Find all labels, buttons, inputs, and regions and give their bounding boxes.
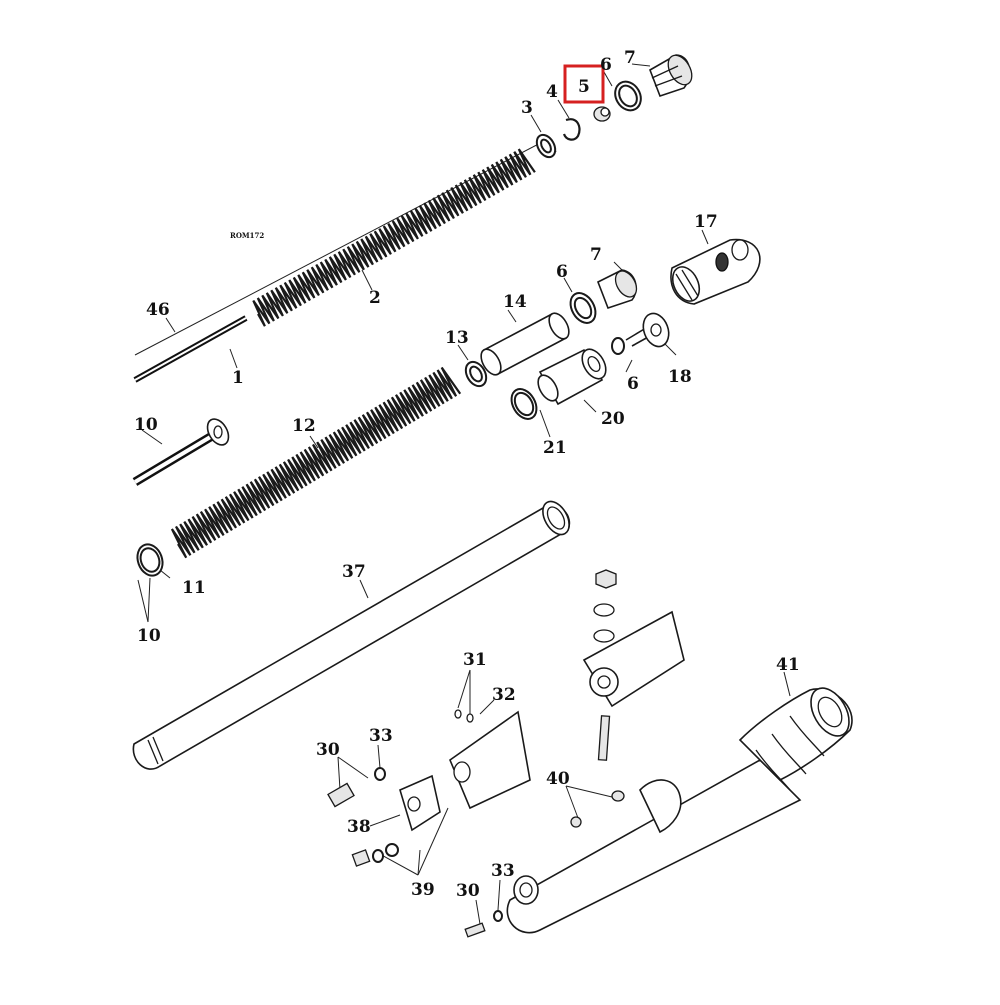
- callout-6-mid: 6: [556, 262, 568, 282]
- part-14-spacer-tube: [480, 312, 570, 376]
- highlight-box: [563, 64, 605, 104]
- part-6-o-ring-mid: [569, 292, 597, 324]
- part-20-valve: [537, 348, 607, 406]
- callout-14: 14: [503, 292, 527, 312]
- axle-clamp-assembly: [582, 569, 685, 761]
- callout-11: 11: [182, 578, 206, 598]
- part-10-rod: [132, 418, 230, 486]
- callout-5: 5: [578, 77, 590, 97]
- part-18-drain-bolt: [625, 312, 670, 348]
- callout-30-upper: 30: [316, 740, 340, 760]
- part-7-fork-cap: [649, 54, 693, 98]
- part-40-pins: [570, 790, 625, 828]
- callout-18: 18: [668, 367, 692, 387]
- callout-41: 41: [776, 655, 800, 675]
- part-31-32-caliper-mount: [449, 709, 531, 810]
- part-12-fork-spring: [170, 366, 462, 559]
- part-1-damper-rod: [133, 315, 248, 383]
- callout-7-top: 7: [624, 48, 636, 68]
- part-5-spacer: [593, 106, 611, 122]
- part-4-retaining-ring: [562, 118, 581, 141]
- callout-4: 4: [546, 82, 558, 102]
- part-3-washer: [535, 133, 557, 159]
- callout-39: 39: [411, 880, 435, 900]
- callout-12: 12: [292, 416, 316, 436]
- callout-33-upper: 33: [369, 726, 393, 746]
- part-37-fork-tube: [132, 500, 571, 770]
- callout-17: 17: [694, 212, 718, 232]
- callout-3: 3: [521, 98, 533, 118]
- callout-46: 46: [146, 300, 170, 320]
- callout-40: 40: [546, 769, 570, 789]
- callout-10-upper: 10: [134, 415, 158, 435]
- part-7-fork-cap-lower: [596, 269, 638, 310]
- callout-38: 38: [347, 817, 371, 837]
- callout-10-lower: 10: [137, 626, 161, 646]
- part-41-lower-slider-and-boot: [506, 687, 853, 934]
- part-2-fork-spring: [252, 148, 536, 327]
- callout-33-lower: 33: [491, 861, 515, 881]
- callout-2: 2: [369, 288, 381, 308]
- part-38-clamp: [399, 774, 441, 832]
- part-17-fork-clevis: [670, 238, 761, 305]
- callout-37: 37: [342, 562, 366, 582]
- callout-20: 20: [601, 409, 625, 429]
- callout-7-mid: 7: [590, 245, 602, 265]
- part-13-washer: [464, 360, 488, 388]
- callout-6-low: 6: [627, 374, 639, 394]
- callout-13: 13: [445, 328, 469, 348]
- diagram-code: ROM172: [230, 231, 264, 240]
- part-6-o-ring: [614, 80, 642, 112]
- callout-32: 32: [492, 685, 516, 705]
- callout-1: 1: [232, 368, 244, 388]
- part-33-washer: [374, 767, 386, 781]
- callout-31: 31: [463, 650, 487, 670]
- callout-6-top: 6: [600, 55, 612, 75]
- part-6-o-ring-small: [611, 337, 625, 355]
- part-21-ring: [510, 388, 538, 420]
- callout-labels: 1 2 3 4 5 6 7 6 7 17 46 14 13 6 18 20 21…: [134, 48, 800, 901]
- callout-30-lower: 30: [456, 881, 480, 901]
- part-39-hardware: [351, 843, 399, 867]
- part-11-ring: [136, 543, 164, 577]
- callout-21: 21: [543, 438, 567, 458]
- part-30-bolt: [327, 782, 355, 808]
- part-30-33-lower: [464, 910, 503, 938]
